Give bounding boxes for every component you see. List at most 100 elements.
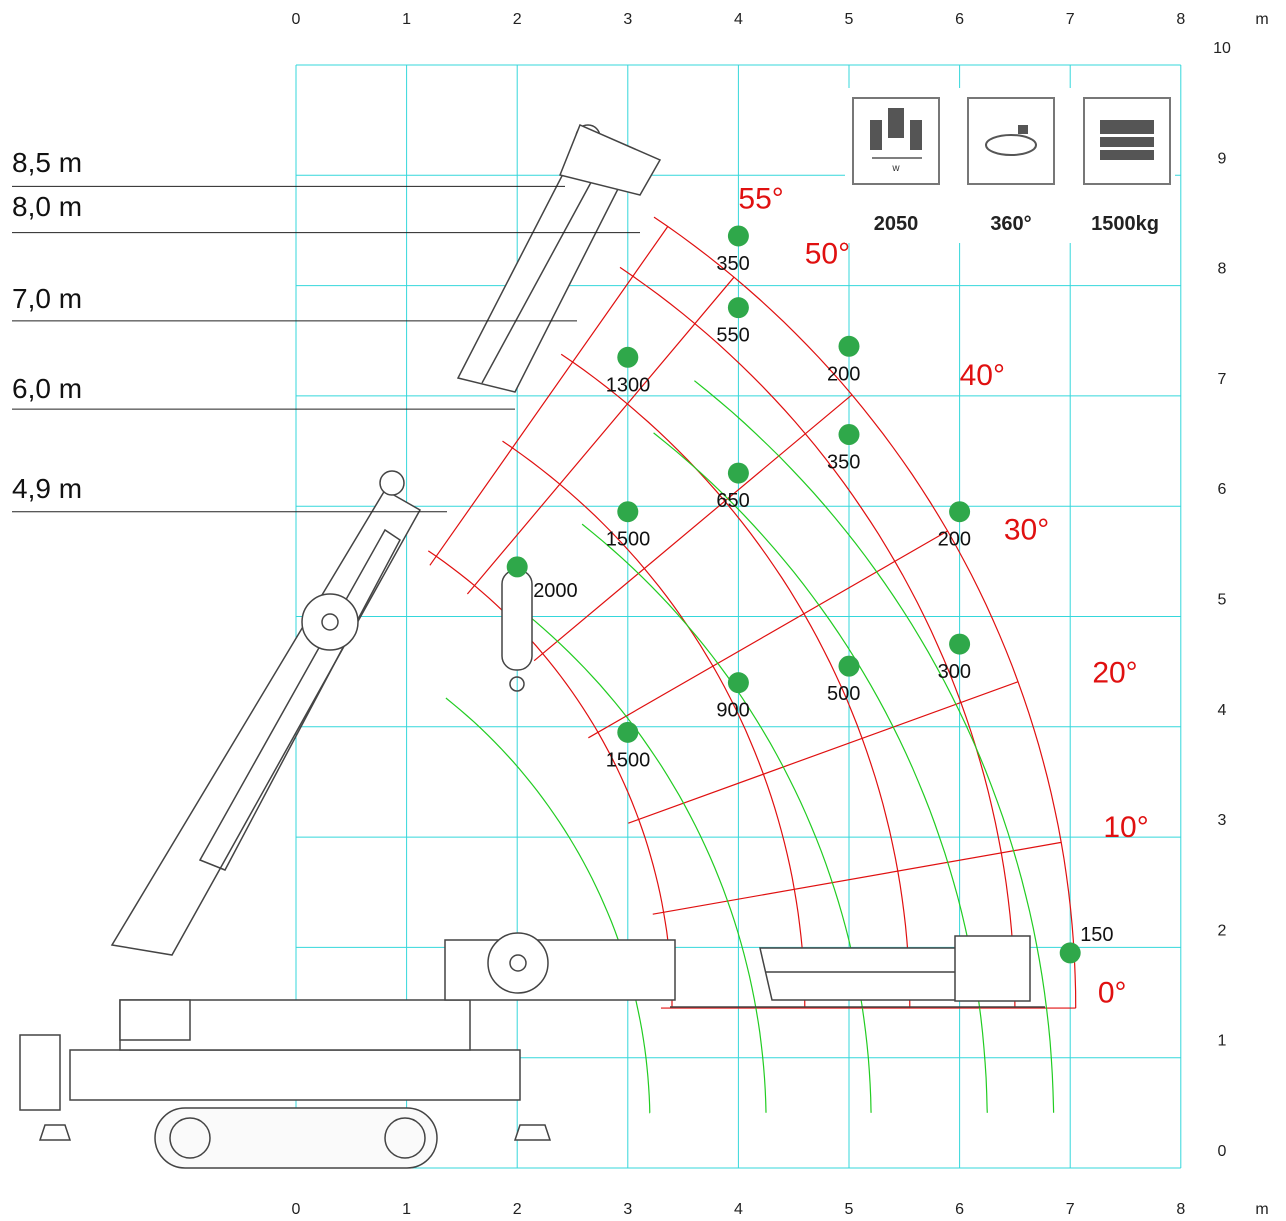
x-tick-top: 4 bbox=[734, 11, 743, 28]
y-tick: 4 bbox=[1218, 702, 1227, 719]
boom-sheave bbox=[301, 593, 359, 651]
y-tick: 2 bbox=[1218, 922, 1227, 939]
load-value-label: 150 bbox=[1080, 924, 1113, 946]
angle-label: 50° bbox=[805, 238, 850, 271]
track-wheel-right bbox=[384, 1117, 426, 1159]
crane-drawing bbox=[19, 124, 1045, 1169]
height-label: 4,9 m bbox=[12, 473, 82, 504]
hook-path-arc bbox=[517, 606, 767, 1113]
load-point bbox=[506, 556, 528, 578]
y-tick: 3 bbox=[1218, 812, 1227, 829]
load-value-label: 500 bbox=[827, 683, 860, 705]
fly-boom-core bbox=[481, 174, 596, 384]
load-point bbox=[617, 501, 639, 523]
height-label: 8,5 m bbox=[12, 147, 82, 178]
load-value-label: 200 bbox=[938, 529, 971, 551]
load-point bbox=[838, 424, 860, 446]
x-tick-bottom: 4 bbox=[734, 1201, 743, 1218]
load-plates-icon bbox=[1083, 97, 1171, 185]
stowed-tip-head bbox=[954, 935, 1031, 1002]
height-reference-lines: 8,5 m 8,0 m 7,0 m 6,0 m 4,9 m bbox=[12, 147, 640, 513]
boom-angle-line bbox=[628, 681, 1019, 824]
angle-label: 0° bbox=[1098, 977, 1127, 1010]
x-tick-top: 3 bbox=[623, 11, 632, 28]
spec-track-width: w 2050 bbox=[852, 97, 940, 235]
boom-radius-arc bbox=[560, 353, 911, 1009]
boom-angle-line bbox=[652, 841, 1062, 915]
load-value-label: 900 bbox=[716, 700, 749, 722]
hook-path-arc bbox=[694, 380, 1055, 1113]
boom-angle-line bbox=[466, 276, 735, 595]
load-point bbox=[617, 721, 639, 743]
x-tick-top: 0 bbox=[292, 11, 301, 28]
load-value-label: 350 bbox=[827, 452, 860, 474]
angle-labels: 55°50°40°30°20°10°0° bbox=[738, 182, 1148, 1009]
load-value-label: 550 bbox=[716, 325, 749, 347]
load-point bbox=[838, 655, 860, 677]
x-tick-top: 2 bbox=[513, 11, 522, 28]
load-value: 1500kg bbox=[1091, 213, 1159, 235]
x-tick-top: 7 bbox=[1066, 11, 1075, 28]
track-wheel-left bbox=[169, 1117, 211, 1159]
angle-label: 40° bbox=[960, 359, 1005, 392]
crane-chassis bbox=[69, 1049, 521, 1101]
boom-head-pulley bbox=[379, 470, 405, 496]
boom-radius-arc bbox=[427, 550, 673, 1009]
load-point bbox=[949, 501, 971, 523]
outrigger-box-left bbox=[19, 1034, 61, 1111]
x-tick-bottom: 2 bbox=[513, 1201, 522, 1218]
load-value-label: 1300 bbox=[606, 374, 651, 396]
track-width-sub: w bbox=[891, 163, 900, 174]
x-tick-bottom: 1 bbox=[402, 1201, 411, 1218]
counterweight bbox=[119, 999, 191, 1041]
x-tick-top: 5 bbox=[845, 11, 854, 28]
load-value-label: 2000 bbox=[533, 580, 578, 602]
x-tick-top: 1 bbox=[402, 11, 411, 28]
hook-path-arc bbox=[581, 523, 872, 1113]
track-width-value: 2050 bbox=[874, 213, 919, 235]
load-point bbox=[838, 335, 860, 357]
hook bbox=[509, 676, 525, 692]
y-tick: 9 bbox=[1218, 150, 1227, 167]
x-tick-top: 6 bbox=[955, 11, 964, 28]
boom-radius-arc bbox=[653, 216, 1077, 1009]
load-point bbox=[727, 672, 749, 694]
x-tick-bottom: 7 bbox=[1066, 1201, 1075, 1218]
x-tick-bottom: 5 bbox=[845, 1201, 854, 1218]
x-tick-bottom: 3 bbox=[623, 1201, 632, 1218]
y-tick: 8 bbox=[1218, 261, 1227, 278]
angle-label: 30° bbox=[1004, 513, 1049, 546]
spec-rotation: 360° bbox=[967, 97, 1055, 235]
rotation-value: 360° bbox=[990, 213, 1031, 235]
y-tick: 10 bbox=[1213, 40, 1231, 57]
load-point bbox=[617, 346, 639, 368]
load-point bbox=[1059, 942, 1081, 964]
x-tick-top: 8 bbox=[1176, 11, 1185, 28]
height-label: 6,0 m bbox=[12, 373, 82, 404]
angle-label: 10° bbox=[1103, 811, 1148, 844]
height-label: 8,0 m bbox=[12, 191, 82, 222]
fly-head bbox=[558, 124, 662, 196]
angle-label: 20° bbox=[1092, 657, 1137, 690]
fly-boom bbox=[456, 169, 622, 393]
load-value-label: 350 bbox=[716, 253, 749, 275]
x-tick-bottom: 0 bbox=[292, 1201, 301, 1218]
outrigger-foot-right bbox=[513, 1124, 552, 1141]
rotation-lock-icon bbox=[967, 97, 1055, 185]
load-point bbox=[949, 633, 971, 655]
boom-radius-arc bbox=[619, 266, 1016, 1009]
outrigger-foot-left bbox=[38, 1124, 72, 1141]
load-value-label: 1500 bbox=[606, 749, 651, 771]
boom-angle-line bbox=[533, 394, 853, 662]
x-unit-top: m bbox=[1255, 11, 1268, 28]
y-tick: 1 bbox=[1218, 1033, 1227, 1050]
load-value-label: 1500 bbox=[606, 529, 651, 551]
height-label: 7,0 m bbox=[12, 283, 82, 314]
load-value-label: 200 bbox=[827, 363, 860, 385]
load-point bbox=[727, 462, 749, 484]
boom-angle-line bbox=[588, 530, 948, 739]
boom-sheave-hub bbox=[321, 613, 339, 631]
boom-radius-arcs bbox=[427, 216, 1077, 1114]
